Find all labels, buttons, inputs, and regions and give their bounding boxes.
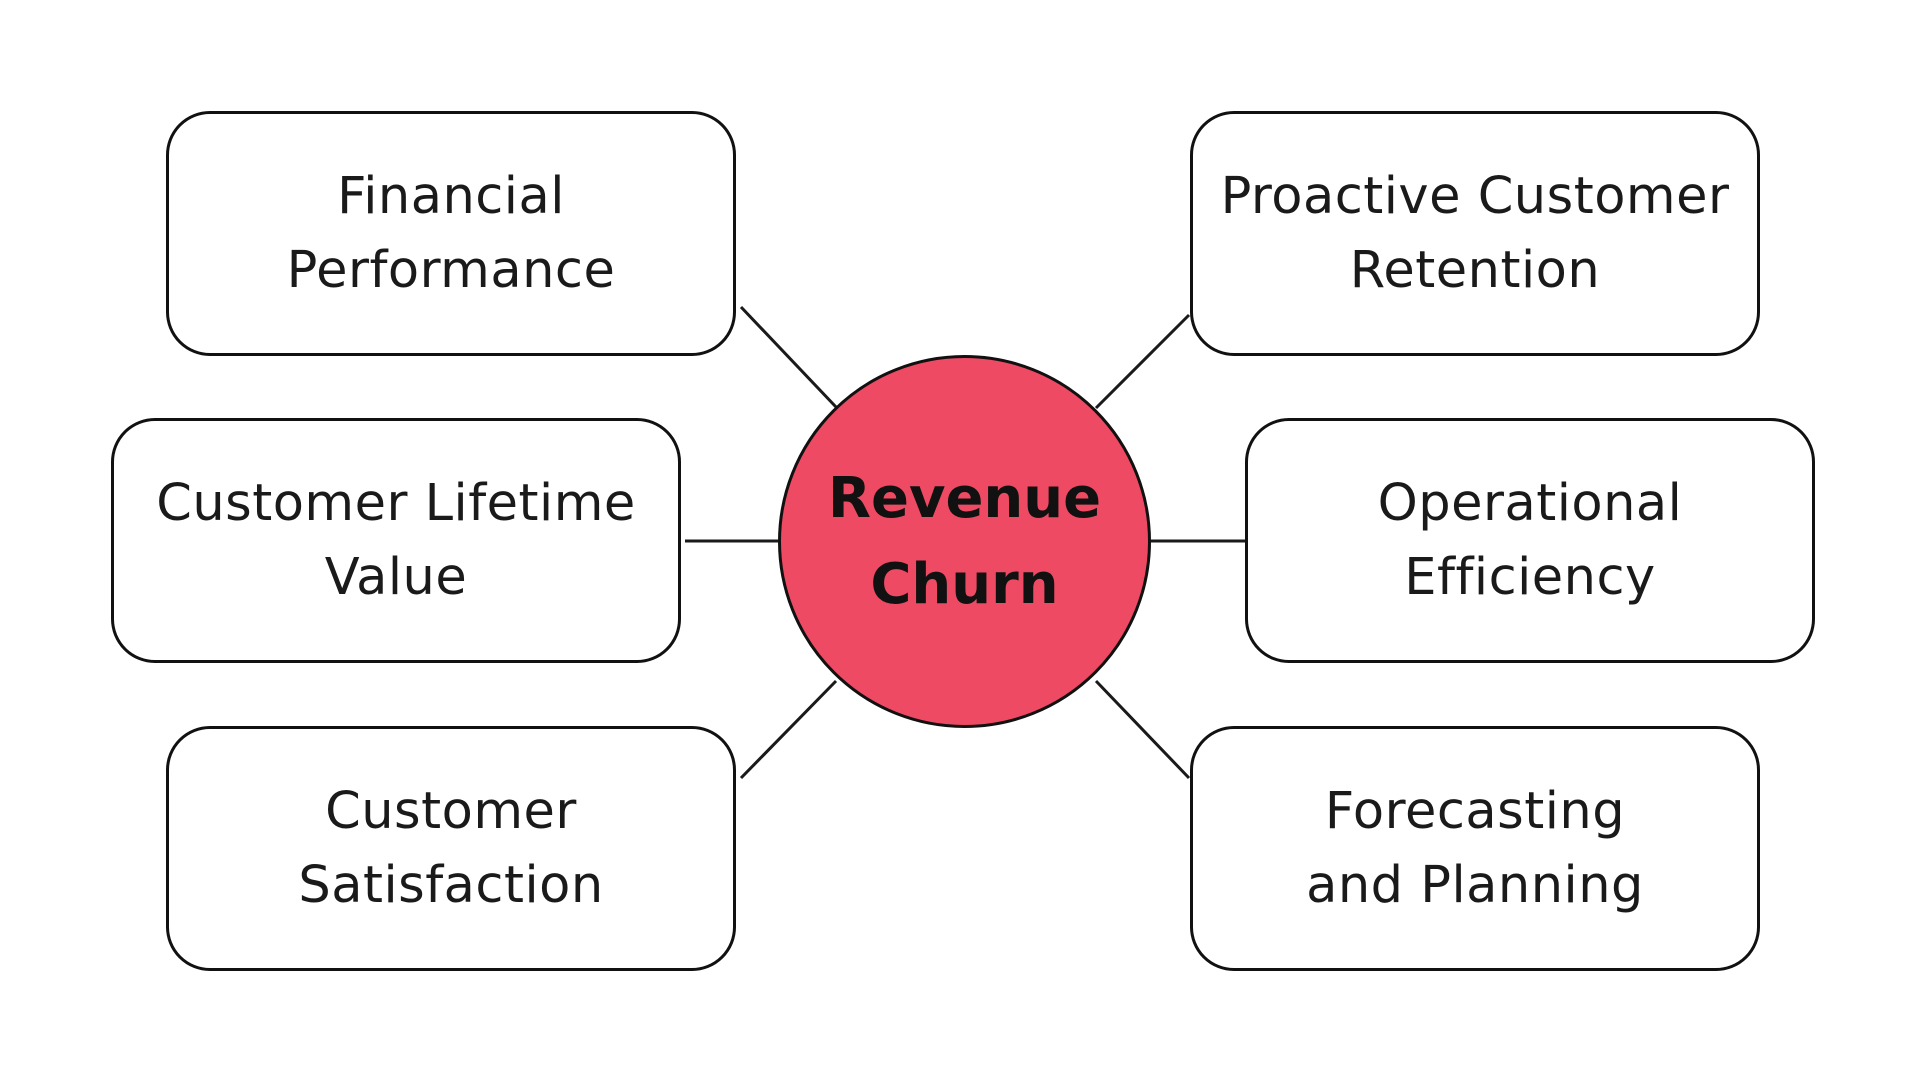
node-label: Proactive Customer Retention <box>1220 166 1730 300</box>
connector-customer-satisfaction <box>739 679 838 780</box>
connector-forecasting-and-planning <box>1094 679 1191 780</box>
node-label: Financial Performance <box>286 166 616 300</box>
node-operational-efficiency: Operational Efficiency <box>1245 418 1815 663</box>
node-label: Customer Lifetime Value <box>156 473 636 607</box>
node-label: Forecasting and Planning <box>1306 781 1644 915</box>
center-node-revenue-churn: Revenue Churn <box>778 355 1151 728</box>
node-customer-lifetime-value: Customer Lifetime Value <box>111 418 681 663</box>
node-customer-satisfaction: Customer Satisfaction <box>166 726 736 971</box>
node-label: Customer Satisfaction <box>298 781 604 915</box>
connector-financial-performance <box>739 305 838 409</box>
node-financial-performance: Financial Performance <box>166 111 736 356</box>
center-label: Revenue Churn <box>827 465 1102 617</box>
node-label: Operational Efficiency <box>1377 473 1683 607</box>
node-forecasting-and-planning: Forecasting and Planning <box>1190 726 1760 971</box>
connector-proactive-customer-retention <box>1094 313 1191 410</box>
node-proactive-customer-retention: Proactive Customer Retention <box>1190 111 1760 356</box>
